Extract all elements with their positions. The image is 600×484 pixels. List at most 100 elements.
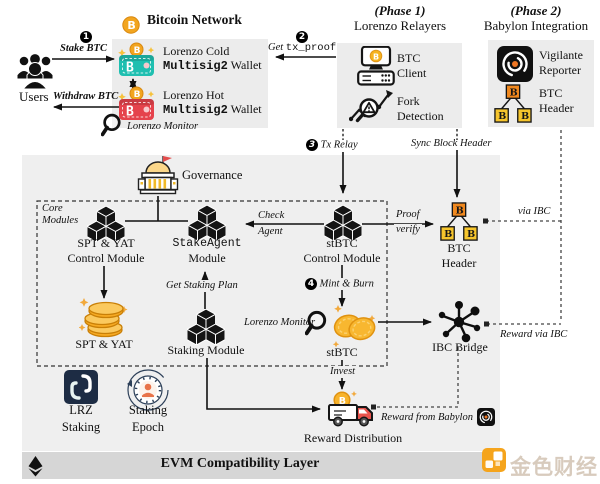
block-letter: B bbox=[456, 205, 464, 216]
spt-yat-label: SPT & YAT bbox=[75, 337, 133, 351]
block-letter: B bbox=[521, 111, 529, 122]
get-tx-proof-label: Get tx_proof bbox=[268, 42, 336, 54]
mint-burn-text: Mint & Burn bbox=[319, 278, 374, 290]
staking-epoch-icon bbox=[127, 369, 169, 411]
stbtc-label: stBTC bbox=[326, 345, 358, 359]
hot-wallet-word: Wallet bbox=[227, 102, 262, 116]
epoch-line2: Epoch bbox=[132, 420, 164, 434]
lrz-line2: Staking bbox=[61, 420, 101, 434]
users-label: Users bbox=[19, 89, 49, 104]
check-agent-line2: Agent bbox=[258, 226, 283, 237]
users-icon bbox=[16, 53, 54, 89]
lrz-staking-label: LRZ Staking bbox=[54, 402, 108, 436]
cubes-icon-staking-module bbox=[187, 309, 225, 345]
stake-agent-line1: StakeAgent bbox=[172, 237, 242, 250]
fork-line1: Fork bbox=[397, 94, 420, 108]
ibc-bridge-icon bbox=[438, 301, 481, 343]
btc-header-mid-line2: Header bbox=[441, 256, 477, 270]
btc-header-icon-babylon: B B B bbox=[494, 84, 532, 123]
sync-block-header-label: Sync Block Header bbox=[411, 138, 492, 149]
evm-layer-label: EVM Compatibility Layer bbox=[160, 456, 320, 471]
vigilante-line1: Vigilante bbox=[539, 48, 583, 62]
stake-btc-label: Stake BTC bbox=[60, 43, 107, 54]
phase2-tag: (Phase 2) bbox=[510, 3, 562, 18]
btc-client-line1: BTC bbox=[397, 51, 421, 65]
relayers-title: Lorenzo Relayers bbox=[353, 18, 447, 33]
bitcoin-coin-icon: B bbox=[122, 16, 140, 34]
governance-label: Governance bbox=[182, 168, 243, 182]
lorenzo-monitor-top-label: Lorenzo Monitor bbox=[127, 121, 199, 132]
stake-badge: 1 bbox=[80, 29, 92, 44]
vigilante-label: Vigilante Reporter bbox=[539, 48, 583, 78]
core-modules-frame-label: Core Modules bbox=[42, 203, 79, 226]
block-letter: B bbox=[444, 229, 452, 240]
spt-ctrl-line1: SPT & YAT bbox=[77, 236, 135, 250]
vigilante-line2: Reporter bbox=[539, 63, 581, 77]
bitcoin-network-title: Bitcoin Network bbox=[147, 12, 242, 27]
reward-from-babylon-label: Reward from Babylon bbox=[381, 412, 473, 423]
hot-wallet-name: Lorenzo Hot bbox=[163, 88, 224, 102]
staking-module-label: Staking Module bbox=[167, 343, 245, 357]
btc-header-mid-line1: BTC bbox=[447, 241, 471, 255]
babylon-title: Babylon Integration bbox=[483, 18, 589, 33]
fork-detection-label: Fork Detection bbox=[397, 94, 444, 124]
spt-ctrl-line2: Control Module bbox=[67, 251, 145, 265]
staking-epoch-label: Staking Epoch bbox=[120, 402, 176, 436]
lrz-staking-icon bbox=[64, 370, 98, 404]
tx-relay-label: 3 Tx Relay bbox=[306, 139, 358, 151]
btc-header-line1: BTC bbox=[539, 86, 563, 100]
proof-verify-line1: Proof bbox=[394, 209, 422, 221]
core-modules-frame bbox=[36, 200, 388, 367]
cold-wallet-name: Lorenzo Cold bbox=[163, 44, 230, 58]
withdraw-btc-label: Withdraw BTC bbox=[53, 91, 119, 102]
get-proof-badge: 2 bbox=[296, 29, 308, 44]
stbtc-ctrl-line2: Control Module bbox=[303, 251, 381, 265]
spt-ctrl-label: SPT & YAT Control Module bbox=[62, 236, 150, 266]
invest-label: Invest bbox=[328, 366, 358, 378]
governance-icon bbox=[137, 156, 179, 195]
stbtc-ctrl-line1: stBTC bbox=[326, 236, 358, 250]
ethereum-icon bbox=[28, 456, 43, 477]
reward-via-ibc-label: Reward via IBC bbox=[500, 329, 568, 340]
lrz-line1: LRZ bbox=[69, 403, 93, 417]
cold-wallet-type: Multisig2 Wallet bbox=[163, 58, 262, 73]
fork-detection-icon bbox=[349, 90, 393, 123]
cold-multisig: Multisig2 bbox=[163, 59, 228, 73]
coin-letter: B bbox=[339, 396, 346, 407]
get-word: Get bbox=[268, 42, 286, 53]
lorenzo-monitor-mid-label: Lorenzo Monitor bbox=[244, 317, 316, 328]
btc-header-icon-mid: B B B bbox=[440, 202, 478, 241]
cold-wallet-word: Wallet bbox=[227, 58, 262, 72]
proof-verify-line2: verify bbox=[394, 224, 422, 236]
block-letter: B bbox=[510, 87, 518, 98]
reward-distribution-label: Reward Distribution bbox=[303, 431, 403, 445]
epoch-line1: Staking bbox=[128, 403, 168, 417]
coin-letter: B bbox=[373, 52, 379, 61]
magnifier-icon-top bbox=[101, 112, 126, 137]
evm-layer-bar bbox=[22, 452, 500, 479]
check-agent-line1: Check bbox=[258, 210, 285, 221]
babylon-mini-icon bbox=[477, 408, 495, 426]
block-letter: B bbox=[498, 111, 506, 122]
via-ibc-label: via IBC bbox=[518, 206, 551, 217]
btc-header-line2: Header bbox=[539, 101, 574, 115]
btc-client-label: BTC Client bbox=[397, 51, 426, 81]
coins-stack-icon bbox=[79, 298, 128, 338]
btc-client-icon: B bbox=[357, 46, 395, 86]
reward-distribution-icon: B bbox=[328, 391, 373, 427]
vigilante-reporter-icon bbox=[497, 46, 533, 82]
get-staking-plan-label: Get Staking Plan bbox=[164, 280, 240, 292]
relayers-box bbox=[337, 43, 462, 128]
stake-agent-label: StakeAgent Module bbox=[163, 236, 251, 266]
ibc-bridge-label: IBC Bridge bbox=[432, 340, 488, 354]
btc-header-mid-label: BTC Header bbox=[434, 241, 484, 271]
hot-wallet-type: Multisig2 Wallet bbox=[163, 102, 262, 117]
btc-header-babylon-label: BTC Header bbox=[539, 86, 574, 116]
badge-4: 4 bbox=[305, 278, 317, 290]
block-letter: B bbox=[467, 229, 475, 240]
stbtc-coins-icon bbox=[332, 305, 376, 348]
cold-wallet-icon bbox=[116, 42, 156, 78]
badge-2: 2 bbox=[296, 31, 308, 44]
